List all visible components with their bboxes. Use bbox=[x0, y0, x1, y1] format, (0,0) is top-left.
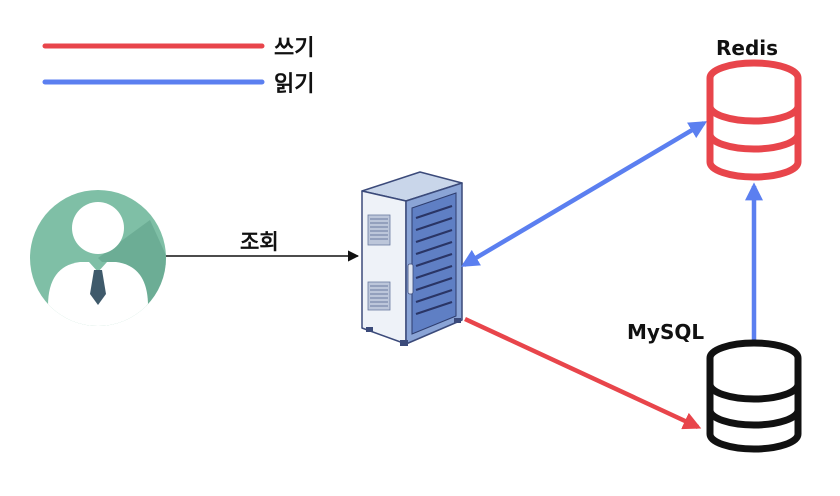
legend-read-label: 읽기 bbox=[274, 72, 314, 97]
mysql-label: MySQL bbox=[627, 320, 704, 344]
legend-write-label: 쓰기 bbox=[274, 36, 314, 61]
write-edge-server-mysql bbox=[464, 316, 702, 430]
user-avatar-icon bbox=[30, 190, 166, 326]
legend: 쓰기 읽기 bbox=[42, 36, 314, 97]
read-edge-server-redis bbox=[460, 121, 708, 267]
query-edge-label: 조회 bbox=[240, 230, 279, 254]
redis-database-icon: Redis bbox=[706, 36, 802, 181]
redis-label: Redis bbox=[716, 36, 778, 60]
mysql-database-icon: MySQL bbox=[627, 320, 802, 453]
server-rack-icon bbox=[361, 171, 463, 346]
query-edge: 조회 bbox=[166, 230, 360, 262]
